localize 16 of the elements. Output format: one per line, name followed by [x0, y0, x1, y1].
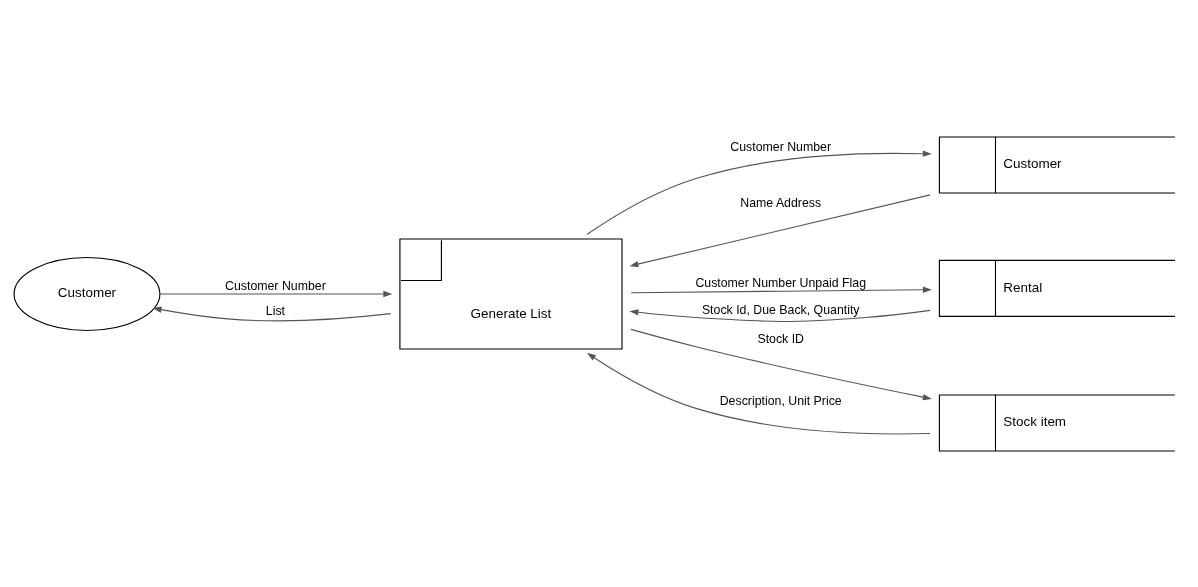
arrow [159, 290, 393, 297]
edge-label: Customer Number [225, 278, 326, 293]
arrow [630, 286, 932, 293]
edge-label: Stock ID [757, 331, 804, 346]
arrow [586, 352, 931, 434]
edge-label: List [265, 303, 286, 318]
edge-label: Description, Unit Price [719, 393, 842, 408]
arrow [629, 193, 931, 267]
arrow [586, 150, 932, 235]
edge-label: Customer Number Unpaid Flag [695, 275, 867, 290]
arrow [152, 306, 392, 321]
edge-label: Name Address [740, 195, 822, 210]
edge-label: Stock Id, Due Back, Quantity [701, 302, 860, 317]
arrow [630, 328, 932, 400]
edge-label: Customer Number [730, 139, 832, 154]
arrow [629, 308, 931, 322]
